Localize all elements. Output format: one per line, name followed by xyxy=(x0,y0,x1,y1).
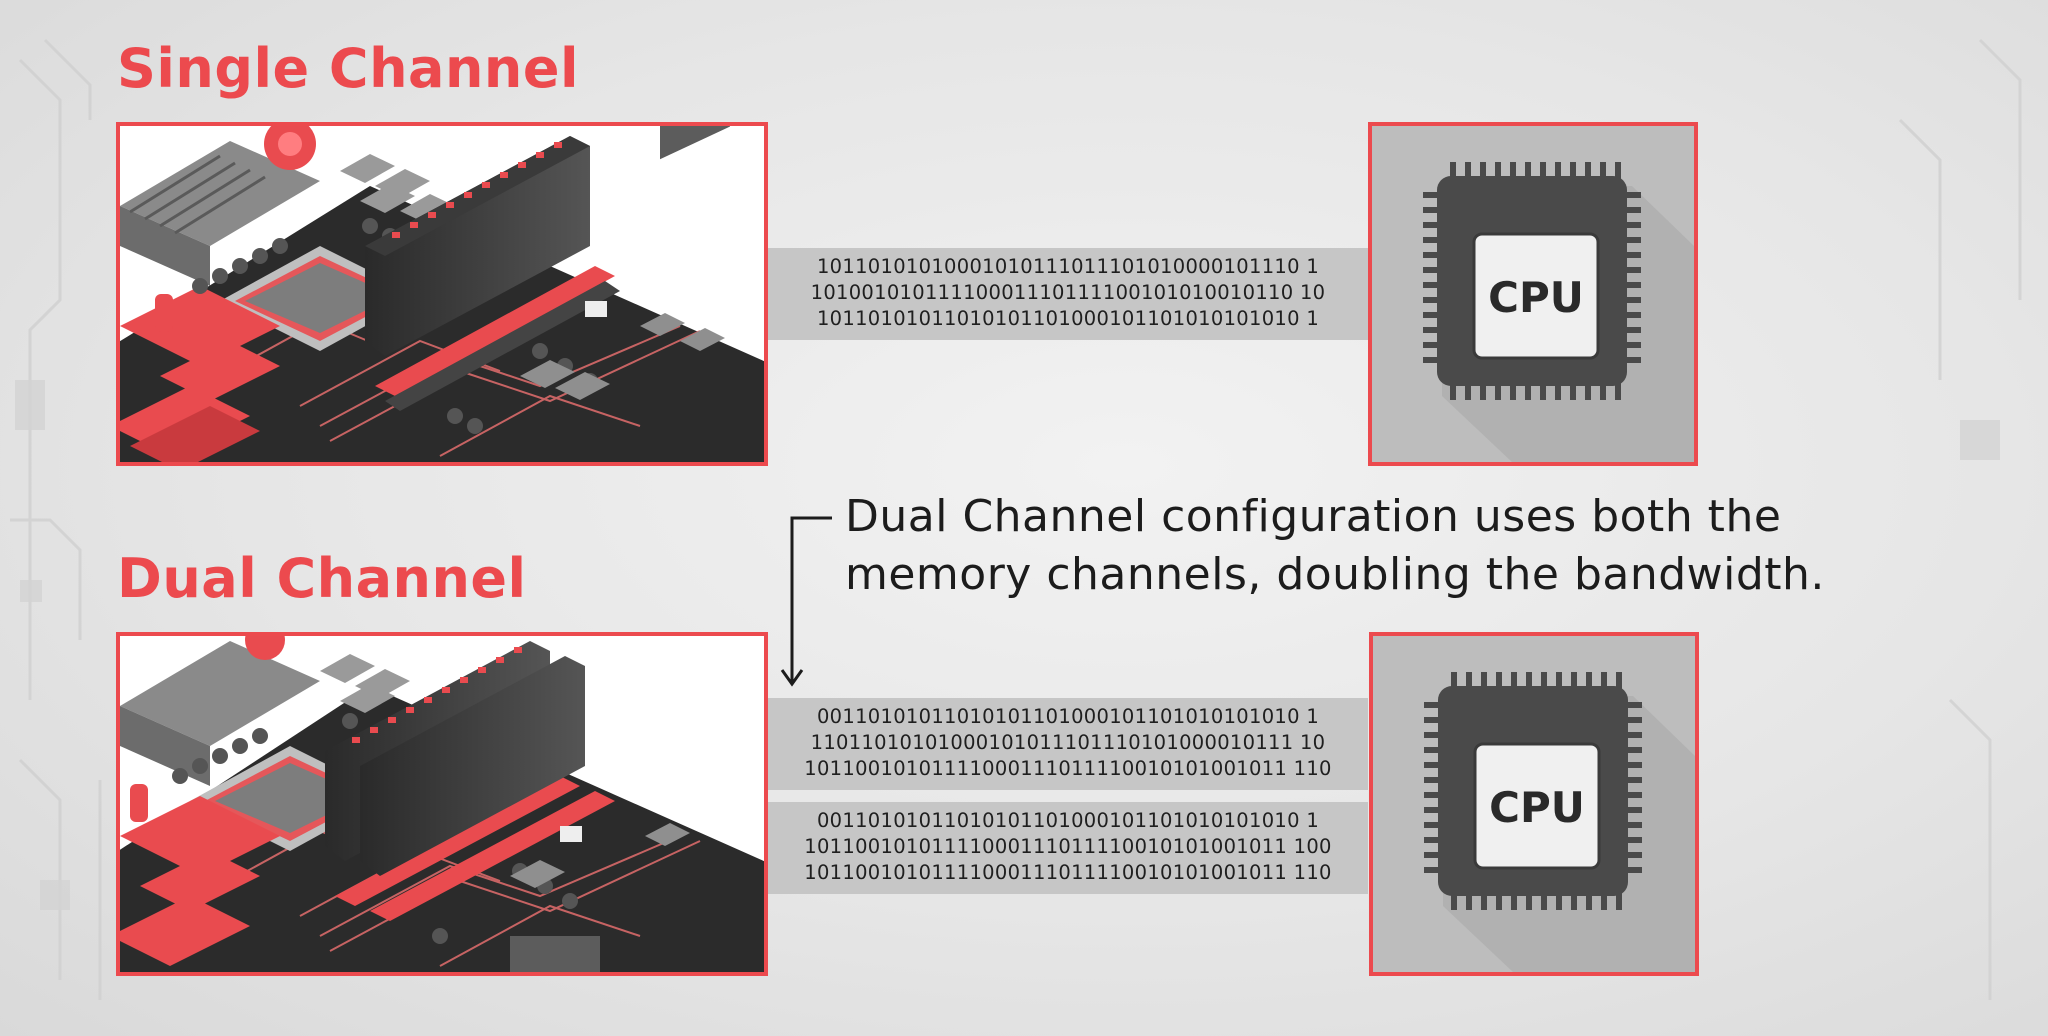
dual-binary-stream-2: 00110101011010101101000101101010101010 1… xyxy=(768,808,1368,886)
binary-line: 00110101011010101101000101101010101010 1 xyxy=(816,809,1320,832)
binary-line: 10100101011110001110111100101010010110 1… xyxy=(810,281,1326,304)
note-line-2: memory channels, doubling the bandwidth. xyxy=(845,549,1825,600)
single-motherboard-image xyxy=(116,122,768,466)
dual-motherboard-image xyxy=(116,632,768,976)
binary-line: 10110010101111000111011110010101001011 1… xyxy=(804,757,1332,780)
single-cpu-image: CPU xyxy=(1368,122,1698,466)
dual-binary-stream-1: 00110101011010101101000101101010101010 1… xyxy=(768,704,1368,782)
dual-channel-note: Dual Channel configuration uses both the… xyxy=(845,488,1825,604)
annotation-arrow xyxy=(780,516,832,687)
binary-line: 10110010101111000111011110010101001011 1… xyxy=(804,861,1332,884)
cpu-label: CPU xyxy=(1489,783,1585,832)
single-data-band xyxy=(768,248,1368,340)
binary-line: 10110101011010101101000101101010101010 1 xyxy=(816,307,1320,330)
cpu-label: CPU xyxy=(1488,273,1584,322)
note-line-1: Dual Channel configuration uses both the xyxy=(845,491,1782,542)
dual-data-band-1 xyxy=(768,698,1368,790)
binary-line: 11011010101000101011101110101000010111 1… xyxy=(810,731,1326,754)
dual-cpu-image: CPU xyxy=(1369,632,1699,976)
dual-channel-title: Dual Channel xyxy=(117,547,527,610)
dual-data-band-2 xyxy=(768,802,1368,894)
binary-line: 10110010101111000111011110010101001011 1… xyxy=(804,835,1332,858)
single-binary-stream: 10110101010001010111011101010000101110 1… xyxy=(768,254,1368,332)
binary-line: 00110101011010101101000101101010101010 1 xyxy=(816,705,1320,728)
binary-line: 10110101010001010111011101010000101110 1 xyxy=(816,255,1320,278)
single-channel-title: Single Channel xyxy=(117,37,579,100)
